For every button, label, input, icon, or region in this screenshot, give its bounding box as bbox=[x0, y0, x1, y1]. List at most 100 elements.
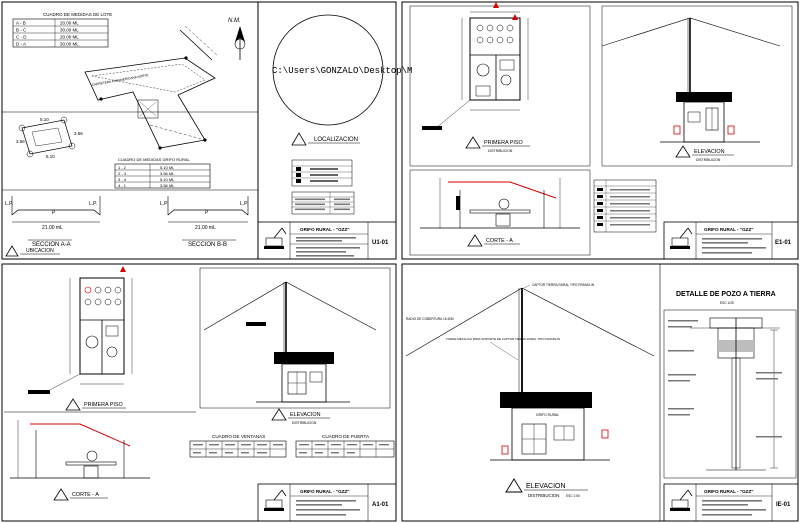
lot-row-3-side: C - D bbox=[16, 35, 27, 40]
lot-row-3-length: 20.00 ML bbox=[60, 35, 79, 40]
pararrayos-label: CAPTOR TIERRA RURAL TIPO FRANKLIN bbox=[532, 283, 595, 287]
lot-table-title: CUADRO DE MEDIDAS DE LOTE bbox=[43, 12, 112, 17]
lot-measure-table: CUADRO DE MEDIDAS DE LOTE A - B 20.00 ML… bbox=[12, 12, 112, 48]
grifo-dimension-diagram: 5.10 3.56 3.56 5.10 bbox=[16, 116, 83, 159]
title-block-name: GRIFO RURAL - "GZZ" bbox=[300, 489, 349, 494]
sheet1-frame bbox=[1, 1, 397, 260]
grifo-label: GRIFO RURAL bbox=[536, 413, 559, 417]
elevacion-title: ELEVACION bbox=[290, 412, 321, 418]
lot-row-1-side: A - B bbox=[16, 21, 26, 26]
corte-a-lower-label: CORTE - A bbox=[53, 488, 108, 501]
ventanas-table: CUADRO DE VENTANAS bbox=[189, 434, 287, 458]
triangle-logo-icon bbox=[467, 234, 483, 247]
grifo-row-4-side: 4 - 1 bbox=[118, 183, 127, 188]
escala-label: ESC 1:50 bbox=[566, 494, 580, 498]
lot-row-2-side: B - C bbox=[16, 28, 27, 33]
grifo-measure-table: CUADRO DE MEDIDAS GRIFO RURAL 1 - 2 5.10… bbox=[114, 157, 211, 189]
primera-piso-title: PRIMERA PISO bbox=[484, 140, 523, 146]
triangle-logo-icon bbox=[271, 408, 287, 421]
ventanas-title: CUADRO DE VENTANAS bbox=[212, 434, 265, 439]
floor-plan-upper bbox=[422, 2, 529, 130]
triangle-logo-icon bbox=[53, 488, 69, 501]
triangle-logo-icon bbox=[5, 245, 19, 257]
pozo-escala: ESC 1/25 bbox=[720, 301, 734, 305]
excavator-logo-icon bbox=[264, 489, 287, 511]
excavator-logo-icon bbox=[264, 227, 287, 249]
sheet-code: U1-01 bbox=[372, 240, 389, 246]
triangle-logo-icon bbox=[465, 136, 481, 149]
section-a-lp-left: L.P. bbox=[5, 201, 13, 207]
lot-row-2-length: 30.00 ML bbox=[60, 28, 79, 33]
localizacion-map: C:\Users\GONZALO\Desktop\M LOCALIZACION bbox=[272, 14, 412, 146]
section-a: L.P. L.P. P 21.00 mL SECCION A-A bbox=[5, 196, 101, 248]
localizacion-label: LOCALIZACION bbox=[314, 137, 358, 143]
elevation-upper bbox=[601, 17, 781, 143]
lot-row-4-side: D - A bbox=[16, 42, 26, 47]
corte-a-title: CORTE - A bbox=[72, 492, 99, 498]
elevacion-subtitle: DISTRIBUCION bbox=[696, 158, 721, 162]
title-block-sheet2: GRIFO RURAL - "GZZ" E1-01 bbox=[663, 221, 799, 260]
corte-a-label-group: CORTE - A bbox=[467, 234, 520, 247]
primera-piso-title: PRIMERA PISO bbox=[84, 402, 123, 408]
sheet-code: IE-01 bbox=[776, 502, 791, 508]
sheet-code: A1-01 bbox=[372, 502, 389, 508]
ubicacion-label-group: UBICACION bbox=[5, 245, 60, 257]
sheet-code: E1-01 bbox=[775, 240, 792, 246]
dim-right: 3.56 bbox=[74, 131, 83, 136]
grifo-row-4-length: 3.56 ML bbox=[160, 183, 175, 188]
section-a-title: SECCION A-A bbox=[32, 242, 71, 248]
triangle-logo-icon bbox=[675, 145, 691, 158]
section-b-lp-left: L.P. bbox=[160, 201, 168, 207]
puerta-table: CUADRO DE PUERTA bbox=[295, 434, 395, 458]
grifo-row-3-length: 5.10 ML bbox=[160, 177, 175, 182]
puerta-title: CUADRO DE PUERTA bbox=[322, 434, 370, 439]
elevacion-title: ELEVACION bbox=[526, 483, 566, 490]
excavator-logo-icon bbox=[670, 227, 693, 249]
grifo-row-2-length: 3.56 ML bbox=[160, 171, 175, 176]
elevacion-lower-label: ELEVACION DISTRIBUCION bbox=[271, 408, 330, 425]
sheet-distribution: PRIMERA PISO DISTRIBUCION ELEVACION DIST… bbox=[401, 1, 799, 260]
dim-top: 5.10 bbox=[40, 117, 49, 122]
lightning-rod-elevation: CAPTOR TIERRA RURAL TIPO FRANKLIN RADIO … bbox=[405, 283, 655, 461]
primera-piso-label-group: PRIMERA PISO DISTRIBUCION bbox=[465, 136, 530, 153]
title-block-sheet1: GRIFO RURAL - "GZZ" U1-01 bbox=[257, 221, 397, 260]
street-label: CARRETERA PANAMERICANA NORTE bbox=[91, 73, 148, 87]
legend-tables bbox=[291, 159, 355, 215]
grounding-well-detail: DETALLE DE POZO A TIERRA ESC 1/25 bbox=[663, 291, 797, 479]
sheet4-frame bbox=[401, 263, 799, 522]
grifo-row-1-side: 1 - 2 bbox=[118, 165, 127, 170]
pozo-title: DETALLE DE POZO A TIERRA bbox=[676, 291, 776, 298]
grifo-row-2-side: 2 - 3 bbox=[118, 171, 127, 176]
dim-left: 3.56 bbox=[16, 139, 25, 144]
ubicacion-label: UBICACION bbox=[26, 248, 54, 254]
lot-row-4-length: 30.00 ML bbox=[60, 42, 79, 47]
elevacion-label-group: ELEVACION DISTRIBUCION bbox=[675, 145, 734, 162]
section-a-width: 21.00 mL bbox=[42, 225, 63, 231]
title-block-sheet3: GRIFO RURAL - "GZZ" A1-01 bbox=[257, 483, 397, 522]
torre-label: TORRE METALICA PARA SOPORTE DE CAPTOR TI… bbox=[446, 337, 560, 341]
section-a-p: P bbox=[52, 210, 56, 216]
grifo-table-title: CUADRO DE MEDIDAS GRIFO RURAL bbox=[118, 157, 191, 162]
triangle-logo-icon bbox=[505, 478, 523, 493]
legend-symbols bbox=[593, 179, 657, 233]
lot-row-1-length: 20.00 ML bbox=[60, 21, 79, 26]
north-label: N.M. bbox=[228, 18, 241, 24]
section-b-width: 21.00 mL bbox=[195, 225, 216, 231]
sheet-architecture: PRIMERA PISO ELEVACION DISTRIBUCION bbox=[1, 263, 397, 522]
title-block-name: GRIFO RURAL - "GZZ" bbox=[704, 227, 753, 232]
corte-a-title: CORTE - A bbox=[486, 238, 513, 244]
title-block-sheet4: GRIFO RURAL - "GZZ" IE-01 bbox=[663, 483, 799, 522]
red-marker-icon bbox=[120, 266, 126, 272]
elevacion-title: ELEVACION bbox=[694, 149, 725, 155]
grifo-row-1-length: 5.10 ML bbox=[160, 165, 175, 170]
section-b-title: SECCION B-B bbox=[188, 242, 227, 248]
elevation-lower bbox=[203, 281, 377, 403]
corte-a-lower bbox=[10, 420, 150, 479]
floor-plan-lower bbox=[28, 266, 133, 394]
title-block-name: GRIFO RURAL - "GZZ" bbox=[704, 489, 753, 494]
elevacion-electrical-label: ELEVACION DISTRIBUCION ESC 1:50 bbox=[505, 478, 588, 498]
dim-bottom: 5.10 bbox=[46, 154, 55, 159]
section-b-p: P bbox=[205, 210, 209, 216]
sheet-location: CUADRO DE MEDIDAS DE LOTE A - B 20.00 ML… bbox=[1, 1, 412, 260]
